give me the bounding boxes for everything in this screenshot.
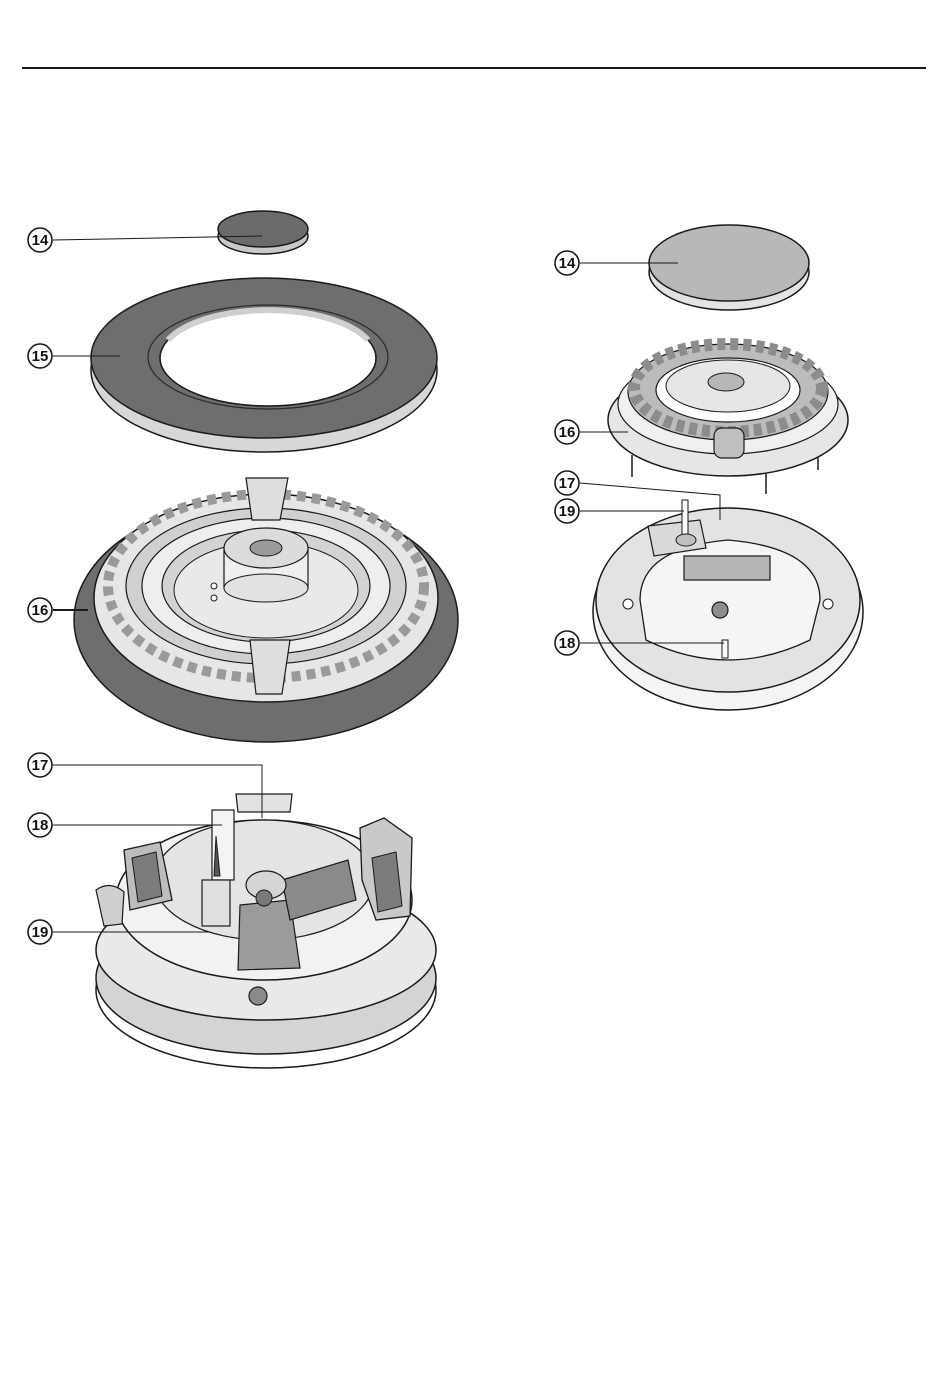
svg-text:18: 18 (32, 817, 49, 834)
callout-right-19: 19 (555, 499, 579, 523)
left-trim-ring (91, 278, 437, 452)
callout-left-18: 18 (28, 813, 52, 837)
svg-text:17: 17 (32, 757, 49, 774)
callout-left-19: 19 (28, 920, 52, 944)
left-burner-cap (218, 211, 308, 254)
right-burner-head (608, 344, 848, 494)
callout-right-18: 18 (555, 631, 579, 655)
left-burner-head (74, 478, 458, 742)
right-burner-base (593, 500, 863, 710)
svg-text:16: 16 (559, 424, 576, 441)
callout-right-14: 14 (555, 251, 579, 275)
svg-text:18: 18 (559, 635, 576, 652)
callout-left-14: 14 (28, 228, 52, 252)
callout-right-16: 16 (555, 420, 579, 444)
svg-text:19: 19 (32, 924, 49, 941)
svg-text:14: 14 (559, 255, 576, 272)
svg-text:16: 16 (32, 602, 49, 619)
right-burner-cap (649, 225, 809, 310)
svg-text:17: 17 (559, 475, 576, 492)
svg-text:14: 14 (32, 232, 49, 249)
callout-left-15: 15 (28, 344, 52, 368)
callout-right-17: 17 (555, 471, 579, 495)
svg-text:19: 19 (559, 503, 576, 520)
svg-text:15: 15 (32, 348, 49, 365)
callout-left-17: 17 (28, 753, 52, 777)
left-burner-base (96, 794, 436, 1068)
callout-left-16: 16 (28, 598, 52, 622)
